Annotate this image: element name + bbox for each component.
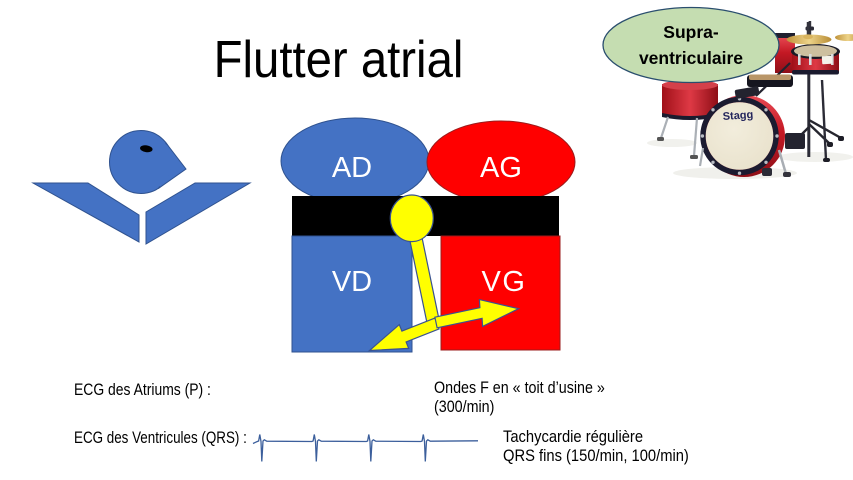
svg-text:AD: AD (332, 152, 372, 184)
svg-text:Supra-: Supra- (663, 22, 719, 42)
svg-text:ventriculaire: ventriculaire (639, 48, 743, 68)
svg-text:Stagg: Stagg (722, 109, 753, 123)
svg-text:VD: VD (332, 266, 372, 298)
svg-text:VG: VG (482, 266, 527, 298)
svg-text:AG: AG (480, 152, 522, 184)
